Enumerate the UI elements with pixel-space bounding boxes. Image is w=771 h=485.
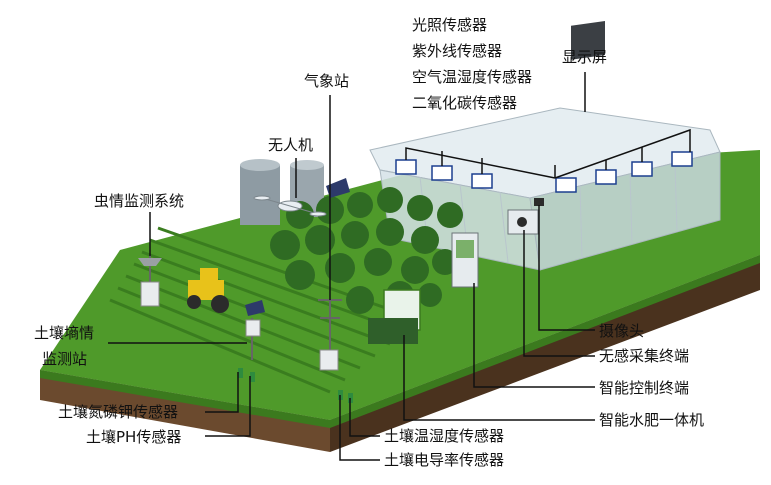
weather-station-label: 气象站 — [304, 72, 350, 90]
fertigation-machine-label: 智能水肥一体机 — [599, 411, 705, 429]
soil-station-label-line2: 监测站 — [42, 350, 88, 368]
drone — [253, 195, 327, 217]
sensor-bracket — [405, 128, 691, 179]
greenhouse — [369, 107, 721, 271]
drone-label: 无人机 — [268, 136, 314, 154]
control-terminal-cabinet — [451, 232, 479, 288]
sensor-box — [631, 161, 653, 177]
sensor-box — [431, 165, 453, 181]
tractor — [187, 268, 229, 313]
pest-monitoring-device — [138, 255, 162, 307]
light-sensor-label: 光照传感器 — [412, 16, 488, 34]
control-terminal-label: 智能控制终端 — [599, 379, 690, 397]
collection-terminal-box — [507, 209, 539, 235]
co2-sensor-label: 二氧化碳传感器 — [412, 94, 518, 112]
solar-panels — [245, 178, 350, 316]
sensor-box — [555, 177, 577, 193]
soil-ph-sensor-label: 土壤PH传感器 — [86, 428, 182, 446]
grass-edge-right — [330, 255, 760, 428]
air-temp-humidity-sensor-label: 空气温湿度传感器 — [412, 68, 533, 86]
fertigation-machine — [368, 289, 421, 344]
sensor-box — [595, 169, 617, 185]
soil-npk-sensor-label: 土壤氮磷钾传感器 — [58, 403, 179, 421]
camera-label: 摄像头 — [599, 322, 645, 340]
camera-device — [534, 198, 544, 206]
soil-conductivity-sensor-label: 土壤电导率传感器 — [384, 451, 505, 469]
sensor-box — [395, 159, 417, 175]
soil-station-label-line1: 土壤墒情 — [34, 324, 95, 342]
display-screen — [571, 20, 605, 60]
collection-terminal-label: 无感采集终端 — [599, 347, 690, 365]
uv-sensor-label: 紫外线传感器 — [412, 42, 503, 60]
display-screen-label: 显示屏 — [562, 48, 608, 66]
soil-station-device — [245, 318, 261, 360]
sensor-box — [671, 151, 693, 167]
pest-monitoring-label: 虫情监测系统 — [94, 192, 185, 210]
greenhouse-sensors — [395, 151, 693, 193]
soil-temp-humidity-sensor-label: 土壤温湿度传感器 — [384, 427, 505, 445]
greenhouse-right-wall — [529, 151, 721, 271]
sensor-box — [471, 173, 493, 189]
leader-lines — [108, 72, 595, 461]
grass-edge-front — [40, 370, 330, 428]
